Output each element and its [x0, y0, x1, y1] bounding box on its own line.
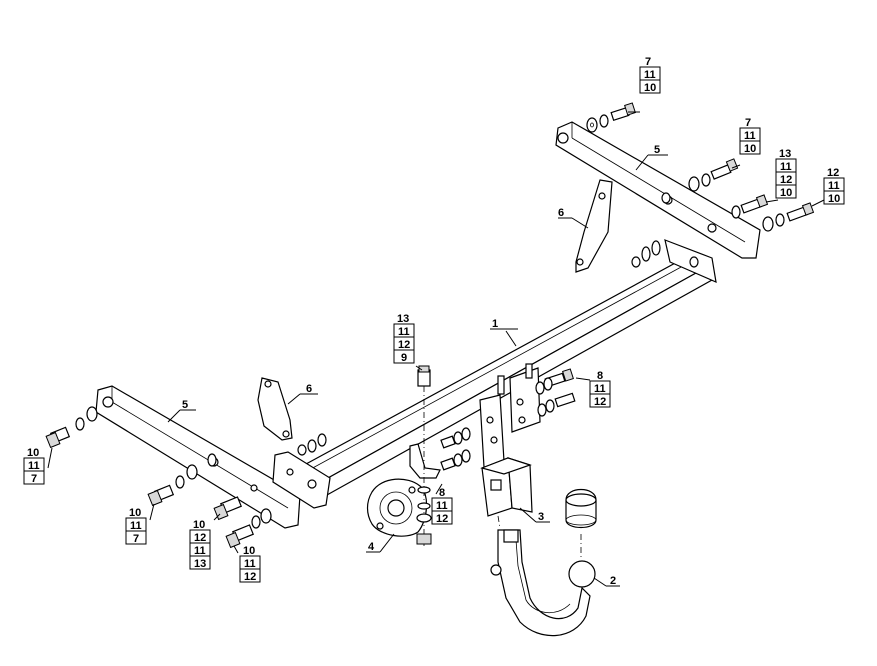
part-label-2: 2: [610, 575, 616, 587]
svg-text:7: 7: [745, 117, 751, 129]
svg-text:11: 11: [828, 180, 840, 192]
svg-text:7: 7: [133, 533, 139, 545]
svg-text:12: 12: [436, 513, 448, 525]
stack-left-b: 10 11 7: [125, 507, 147, 545]
towball-cap: [565, 488, 597, 529]
left-end-plate: [272, 451, 331, 509]
svg-text:7: 7: [31, 473, 37, 485]
leader-lines: [47, 111, 825, 587]
spacer-plate-left: [257, 377, 293, 441]
svg-text:13: 13: [397, 313, 409, 325]
svg-text:12: 12: [594, 396, 606, 408]
stack-right-a: 13 11 12 10: [775, 148, 797, 199]
svg-text:11: 11: [594, 383, 606, 395]
svg-text:10: 10: [243, 545, 255, 557]
svg-text:10: 10: [27, 447, 39, 459]
svg-text:10: 10: [644, 82, 656, 94]
svg-text:12: 12: [780, 174, 792, 186]
svg-text:12: 12: [194, 532, 206, 544]
part-label-5-left: 5: [182, 399, 188, 411]
stack-top-a: 7 11 10: [639, 56, 661, 94]
fasteners-centre: [297, 365, 576, 545]
stack-center-low: 8 11 12: [431, 487, 453, 525]
right-side-rail: [555, 121, 761, 259]
svg-text:7: 7: [645, 56, 651, 68]
stack-left-a: 10 11 7: [23, 447, 45, 485]
svg-text:11: 11: [194, 545, 206, 557]
stack-left-d: 10 11 12: [239, 545, 261, 583]
svg-text:9: 9: [401, 352, 407, 364]
svg-text:12: 12: [244, 571, 256, 583]
svg-text:11: 11: [130, 520, 142, 532]
svg-text:12: 12: [827, 167, 839, 179]
svg-text:10: 10: [744, 143, 756, 155]
svg-text:11: 11: [244, 558, 256, 570]
part-labels: 1 2 3 4 5 5 6 6: [182, 144, 660, 587]
stack-right-b: 12 11 10: [823, 167, 845, 205]
stack-center-right: 8 11 12: [589, 370, 611, 408]
part-label-1: 1: [492, 318, 498, 330]
svg-text:11: 11: [744, 130, 756, 142]
svg-text:10: 10: [193, 519, 205, 531]
fasteners-left: [45, 406, 272, 549]
towball-neck: [490, 529, 596, 637]
svg-text:13: 13: [779, 148, 791, 160]
stack-top-b: 7 11 10: [739, 117, 761, 155]
svg-text:8: 8: [439, 487, 445, 499]
svg-text:11: 11: [28, 460, 40, 472]
stack-left-c: 10 12 11 13: [189, 519, 211, 570]
stack-center-top: 13 11 12 9: [393, 313, 415, 364]
svg-text:11: 11: [644, 69, 656, 81]
part-label-3: 3: [538, 511, 544, 523]
part-label-5-right: 5: [654, 144, 660, 156]
receiver-block: [480, 457, 533, 517]
centre-bracket: [409, 363, 541, 485]
fasteners-top: [586, 102, 815, 268]
svg-text:10: 10: [828, 193, 840, 205]
part-label-4: 4: [368, 541, 375, 553]
svg-text:13: 13: [194, 558, 206, 570]
svg-text:11: 11: [398, 326, 410, 338]
part-label-6-right: 6: [558, 207, 564, 219]
svg-text:12: 12: [398, 339, 410, 351]
svg-text:8: 8: [597, 370, 603, 382]
svg-text:10: 10: [129, 507, 141, 519]
svg-text:10: 10: [780, 187, 792, 199]
socket-plate: [366, 478, 428, 537]
svg-text:11: 11: [780, 161, 792, 173]
svg-text:11: 11: [436, 500, 448, 512]
part-label-6-left: 6: [306, 383, 312, 395]
spacer-plate-right: [575, 179, 613, 273]
